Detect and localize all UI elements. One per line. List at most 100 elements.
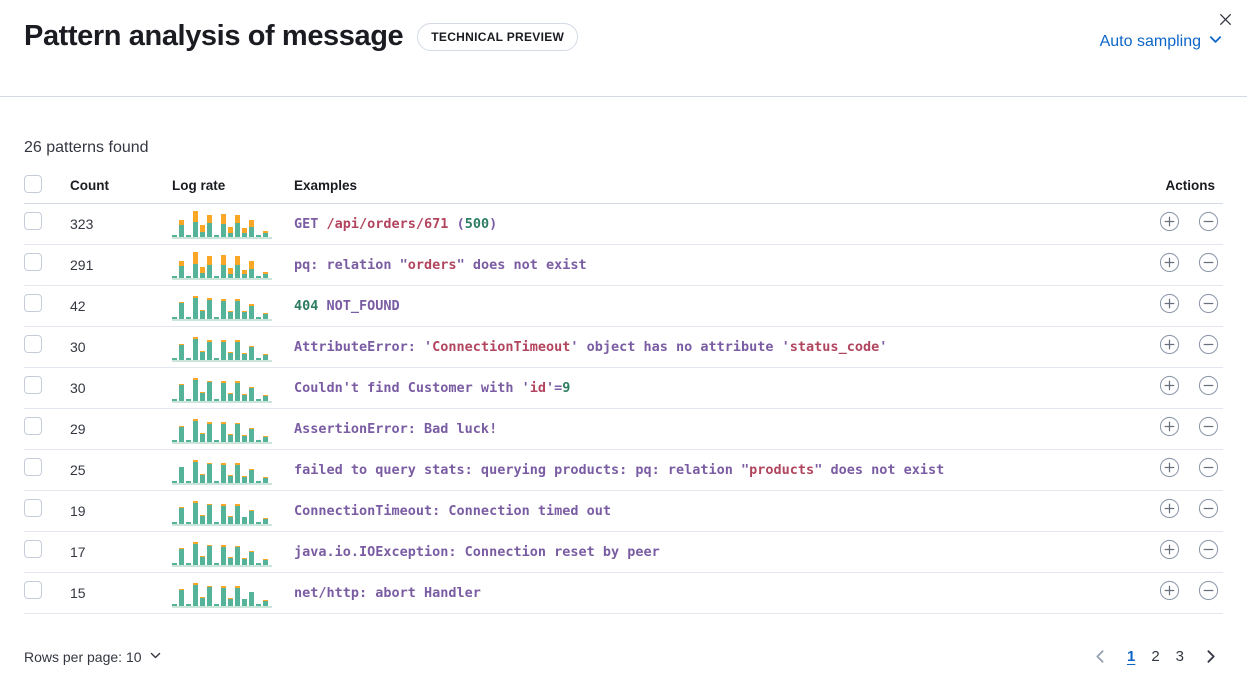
log-rate-sparkline xyxy=(172,455,272,485)
next-page-button[interactable] xyxy=(1198,646,1223,667)
row-checkbox[interactable] xyxy=(24,376,42,394)
log-rate-sparkline xyxy=(172,291,272,321)
filter-out-pattern-button[interactable] xyxy=(1198,334,1219,355)
count-value: 19 xyxy=(70,490,172,532)
example-message: java.io.IOException: Connection reset by… xyxy=(294,543,660,560)
row-actions xyxy=(1127,449,1223,491)
minus-circle-icon xyxy=(1198,375,1219,396)
minus-circle-icon xyxy=(1198,580,1219,601)
select-all-checkbox[interactable] xyxy=(24,175,42,194)
chevron-right-icon xyxy=(1202,650,1219,668)
row-actions xyxy=(1127,285,1223,327)
row-actions xyxy=(1127,367,1223,409)
minus-circle-icon xyxy=(1198,498,1219,519)
log-rate-sparkline xyxy=(172,373,272,403)
example-message: AssertionError: Bad luck! xyxy=(294,420,498,437)
row-checkbox[interactable] xyxy=(24,499,42,517)
example-message: 404 NOT_FOUND xyxy=(294,297,400,314)
table-header-row: Count Log rate Examples Actions xyxy=(24,169,1223,204)
row-actions xyxy=(1127,490,1223,532)
count-value: 323 xyxy=(70,203,172,245)
log-rate-sparkline xyxy=(172,250,272,280)
minus-circle-icon xyxy=(1198,416,1219,437)
plus-circle-icon xyxy=(1159,375,1180,396)
filter-out-pattern-button[interactable] xyxy=(1198,498,1219,519)
chevron-left-icon xyxy=(1092,650,1109,668)
plus-circle-icon xyxy=(1159,498,1180,519)
minus-circle-icon xyxy=(1198,252,1219,273)
pattern-analysis-flyout: Pattern analysis of message TECHNICAL PR… xyxy=(0,4,1247,665)
row-checkbox[interactable] xyxy=(24,212,42,230)
row-checkbox[interactable] xyxy=(24,294,42,312)
row-checkbox[interactable] xyxy=(24,581,42,599)
filter-in-pattern-button[interactable] xyxy=(1159,252,1180,273)
filter-out-pattern-button[interactable] xyxy=(1198,580,1219,601)
row-checkbox[interactable] xyxy=(24,417,42,435)
filter-out-pattern-button[interactable] xyxy=(1198,211,1219,232)
count-value: 30 xyxy=(70,326,172,368)
row-actions xyxy=(1127,531,1223,573)
page-button-2[interactable]: 2 xyxy=(1143,645,1167,668)
filter-in-pattern-button[interactable] xyxy=(1159,416,1180,437)
log-rate-sparkline xyxy=(172,209,272,239)
filter-in-pattern-button[interactable] xyxy=(1159,539,1180,560)
filter-in-pattern-button[interactable] xyxy=(1159,375,1180,396)
row-checkbox[interactable] xyxy=(24,253,42,271)
minus-circle-icon xyxy=(1198,334,1219,355)
count-value: 42 xyxy=(70,285,172,327)
flyout-body: 26 patterns found Count Log rate Example… xyxy=(0,139,1247,614)
example-message: pq: relation "orders" does not exist xyxy=(294,256,587,273)
filter-out-pattern-button[interactable] xyxy=(1198,375,1219,396)
row-checkbox[interactable] xyxy=(24,458,42,476)
rows-per-page-label: Rows per page: 10 xyxy=(24,648,142,665)
filter-out-pattern-button[interactable] xyxy=(1198,457,1219,478)
plus-circle-icon xyxy=(1159,416,1180,437)
example-message: GET /api/orders/671 (500) xyxy=(294,215,498,232)
plus-circle-icon xyxy=(1159,457,1180,478)
table-row: 30 AttributeError: 'ConnectionTimeout' ob… xyxy=(24,326,1223,368)
filter-in-pattern-button[interactable] xyxy=(1159,293,1180,314)
count-value: 25 xyxy=(70,449,172,491)
chevron-down-icon xyxy=(149,649,162,665)
example-message: AttributeError: 'ConnectionTimeout' obje… xyxy=(294,338,888,355)
filter-in-pattern-button[interactable] xyxy=(1159,457,1180,478)
rows-per-page-selector[interactable]: Rows per page: 10 xyxy=(24,649,162,665)
filter-out-pattern-button[interactable] xyxy=(1198,293,1219,314)
plus-circle-icon xyxy=(1159,211,1180,232)
count-value: 15 xyxy=(70,572,172,614)
minus-circle-icon xyxy=(1198,539,1219,560)
filter-in-pattern-button[interactable] xyxy=(1159,498,1180,519)
page-button-3[interactable]: 3 xyxy=(1168,645,1192,668)
row-checkbox[interactable] xyxy=(24,540,42,558)
column-header-actions: Actions xyxy=(1127,169,1223,204)
table-row: 323 GET /api/orders/671 (500) xyxy=(24,203,1223,245)
page-button-1[interactable]: 1 xyxy=(1119,645,1143,668)
plus-circle-icon xyxy=(1159,334,1180,355)
row-actions xyxy=(1127,326,1223,368)
row-checkbox[interactable] xyxy=(24,335,42,353)
example-message: net/http: abort Handler xyxy=(294,584,481,601)
plus-circle-icon xyxy=(1159,293,1180,314)
log-rate-sparkline xyxy=(172,537,272,567)
sampling-dropdown-label: Auto sampling xyxy=(1099,33,1201,50)
log-rate-sparkline xyxy=(172,414,272,444)
close-button[interactable] xyxy=(1210,4,1241,35)
filter-in-pattern-button[interactable] xyxy=(1159,211,1180,232)
filter-out-pattern-button[interactable] xyxy=(1198,252,1219,273)
table-row: 42 404 NOT_FOUND xyxy=(24,285,1223,327)
filter-out-pattern-button[interactable] xyxy=(1198,416,1219,437)
log-rate-sparkline xyxy=(172,496,272,526)
row-actions xyxy=(1127,244,1223,286)
log-rate-sparkline xyxy=(172,332,272,362)
previous-page-button[interactable] xyxy=(1088,646,1113,667)
column-header-count: Count xyxy=(70,169,172,204)
filter-in-pattern-button[interactable] xyxy=(1159,334,1180,355)
filter-in-pattern-button[interactable] xyxy=(1159,580,1180,601)
sampling-dropdown[interactable]: Auto sampling xyxy=(1100,32,1223,52)
example-message: ConnectionTimeout: Connection timed out xyxy=(294,502,611,519)
filter-out-pattern-button[interactable] xyxy=(1198,539,1219,560)
